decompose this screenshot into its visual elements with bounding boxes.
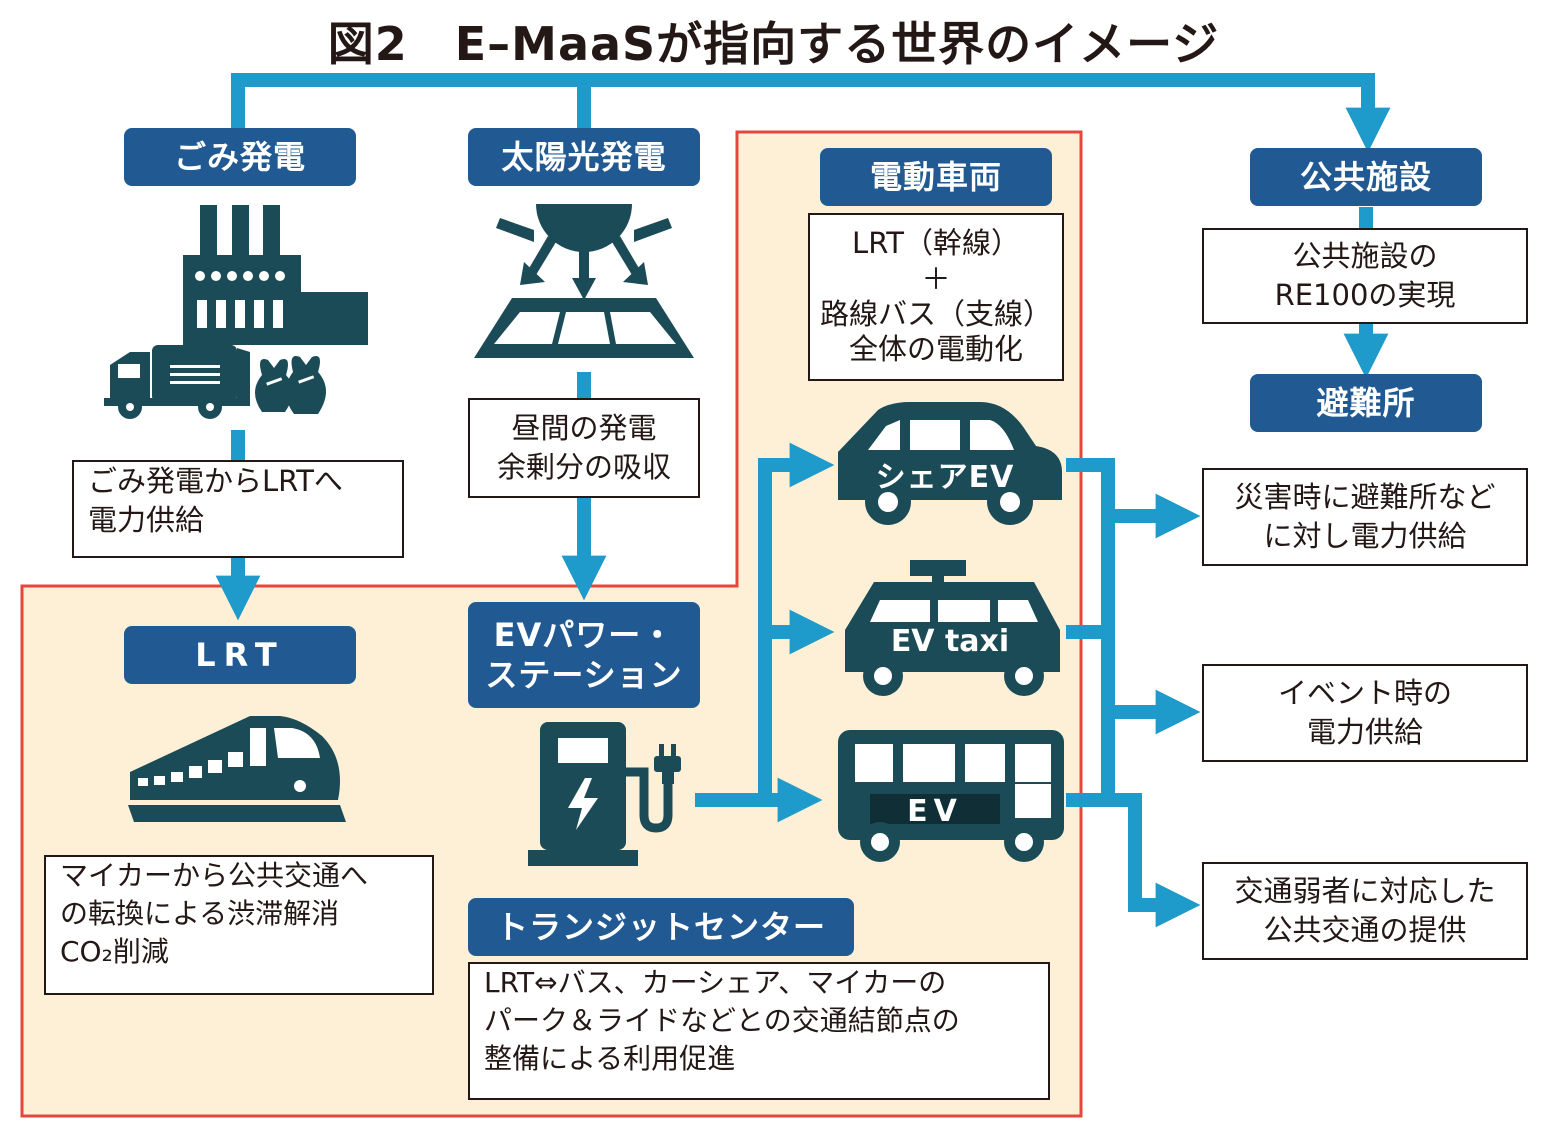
to-weak-line [1108, 793, 1201, 928]
box-transit-line1: LRT⇔バス、カーシェア、マイカーの [484, 966, 947, 999]
label-ev-station-line2: ステーション [485, 656, 683, 694]
box-dendo-line4: 全体の電動化 [848, 332, 1023, 367]
label-solar: 太陽光発電 [468, 128, 700, 186]
label-public: 公共施設 [1250, 148, 1482, 206]
charging-station-icon [528, 722, 673, 866]
box-solar-line2: 余剰分の吸収 [496, 450, 671, 484]
train-icon [128, 716, 346, 822]
box-dendo-line3: 路線バス（支線） [819, 297, 1052, 331]
arrows [231, 73, 1391, 928]
label-lrt-text: LRT [195, 636, 285, 674]
box-transit-line2: パーク＆ライドなどとの交通結節点の [484, 1003, 960, 1037]
vehicle-label-taxi: EV taxi [890, 624, 1010, 659]
label-transit: トランジットセンター [468, 898, 854, 956]
box-disaster-line2: に対し電力供給 [1263, 519, 1467, 553]
box-event-line1: イベント時の [1277, 675, 1452, 710]
bus-icon [838, 730, 1064, 862]
label-lrt: LRT [124, 626, 356, 684]
label-dendo: 電動車両 [820, 148, 1052, 206]
label-gomi: ごみ発電 [124, 128, 356, 186]
box-dendo-line1: LRT（幹線） [852, 226, 1020, 261]
factory-icon [183, 205, 368, 345]
box-public-line1: 公共施設の [1292, 238, 1438, 273]
box-lrt-line1: マイカーから公共交通へ [60, 859, 369, 892]
label-ev-station: EVパワー・ ステーション [468, 602, 700, 708]
box-weak-line2: 公共交通の提供 [1263, 913, 1467, 947]
box-lrt-line3: CO₂削減 [60, 934, 169, 968]
vehicle-label-share: シェアEV [875, 460, 1015, 495]
sun-icon [496, 204, 672, 300]
box-event: イベント時の 電力供給 [1202, 664, 1528, 762]
plug-icon [654, 744, 681, 784]
box-weak-line1: 交通弱者に対応した [1234, 873, 1496, 908]
garbage-bags-icon [255, 356, 326, 414]
box-gomi-line2: 電力供給 [88, 503, 205, 538]
page-title: 図2 E–MaaSが指向する世界のイメージ [327, 17, 1220, 71]
box-public: 公共施設の RE100の実現 [1202, 228, 1528, 324]
car-icon [838, 402, 1062, 525]
taxi-icon [845, 560, 1060, 696]
label-ev-station-line1: EVパワー・ [493, 616, 675, 654]
solar-panel-icon [474, 298, 694, 358]
garbage-truck-icon [104, 345, 250, 419]
box-public-line2: RE100の実現 [1274, 278, 1456, 312]
box-gomi: ごみ発電からLRTへ 電力供給 [72, 460, 404, 558]
box-lrt-line2: の転換による渋滞解消 [60, 896, 340, 930]
station-trunk [758, 442, 835, 800]
box-transit-line3: 整備による利用促進 [484, 1041, 736, 1075]
box-gomi-line1: ごみ発電からLRTへ [88, 464, 343, 498]
box-dendo: LRT（幹線） ＋ 路線バス（支線） 全体の電動化 [808, 213, 1064, 381]
label-hinan: 避難所 [1250, 374, 1482, 432]
box-solar: 昼間の発電 余剰分の吸収 [468, 398, 700, 498]
zone-border [20, 130, 1083, 1118]
box-solar-line1: 昼間の発電 [511, 410, 657, 445]
box-transit: LRT⇔バス、カーシェア、マイカーの パーク＆ライドなどとの交通結節点の 整備に… [468, 962, 1050, 1100]
box-weak: 交通弱者に対応した 公共交通の提供 [1202, 862, 1528, 960]
box-disaster-line1: 災害時に避難所など [1234, 479, 1496, 514]
box-event-line2: 電力供給 [1306, 715, 1423, 749]
box-dendo-line2: ＋ [921, 261, 951, 296]
top-bus-line [231, 73, 1391, 153]
vehicle-label-bus: EV [907, 794, 963, 829]
box-lrt: マイカーから公共交通へ の転換による渋滞解消 CO₂削減 [44, 855, 434, 995]
box-disaster: 災害時に避難所など に対し電力供給 [1202, 468, 1528, 566]
